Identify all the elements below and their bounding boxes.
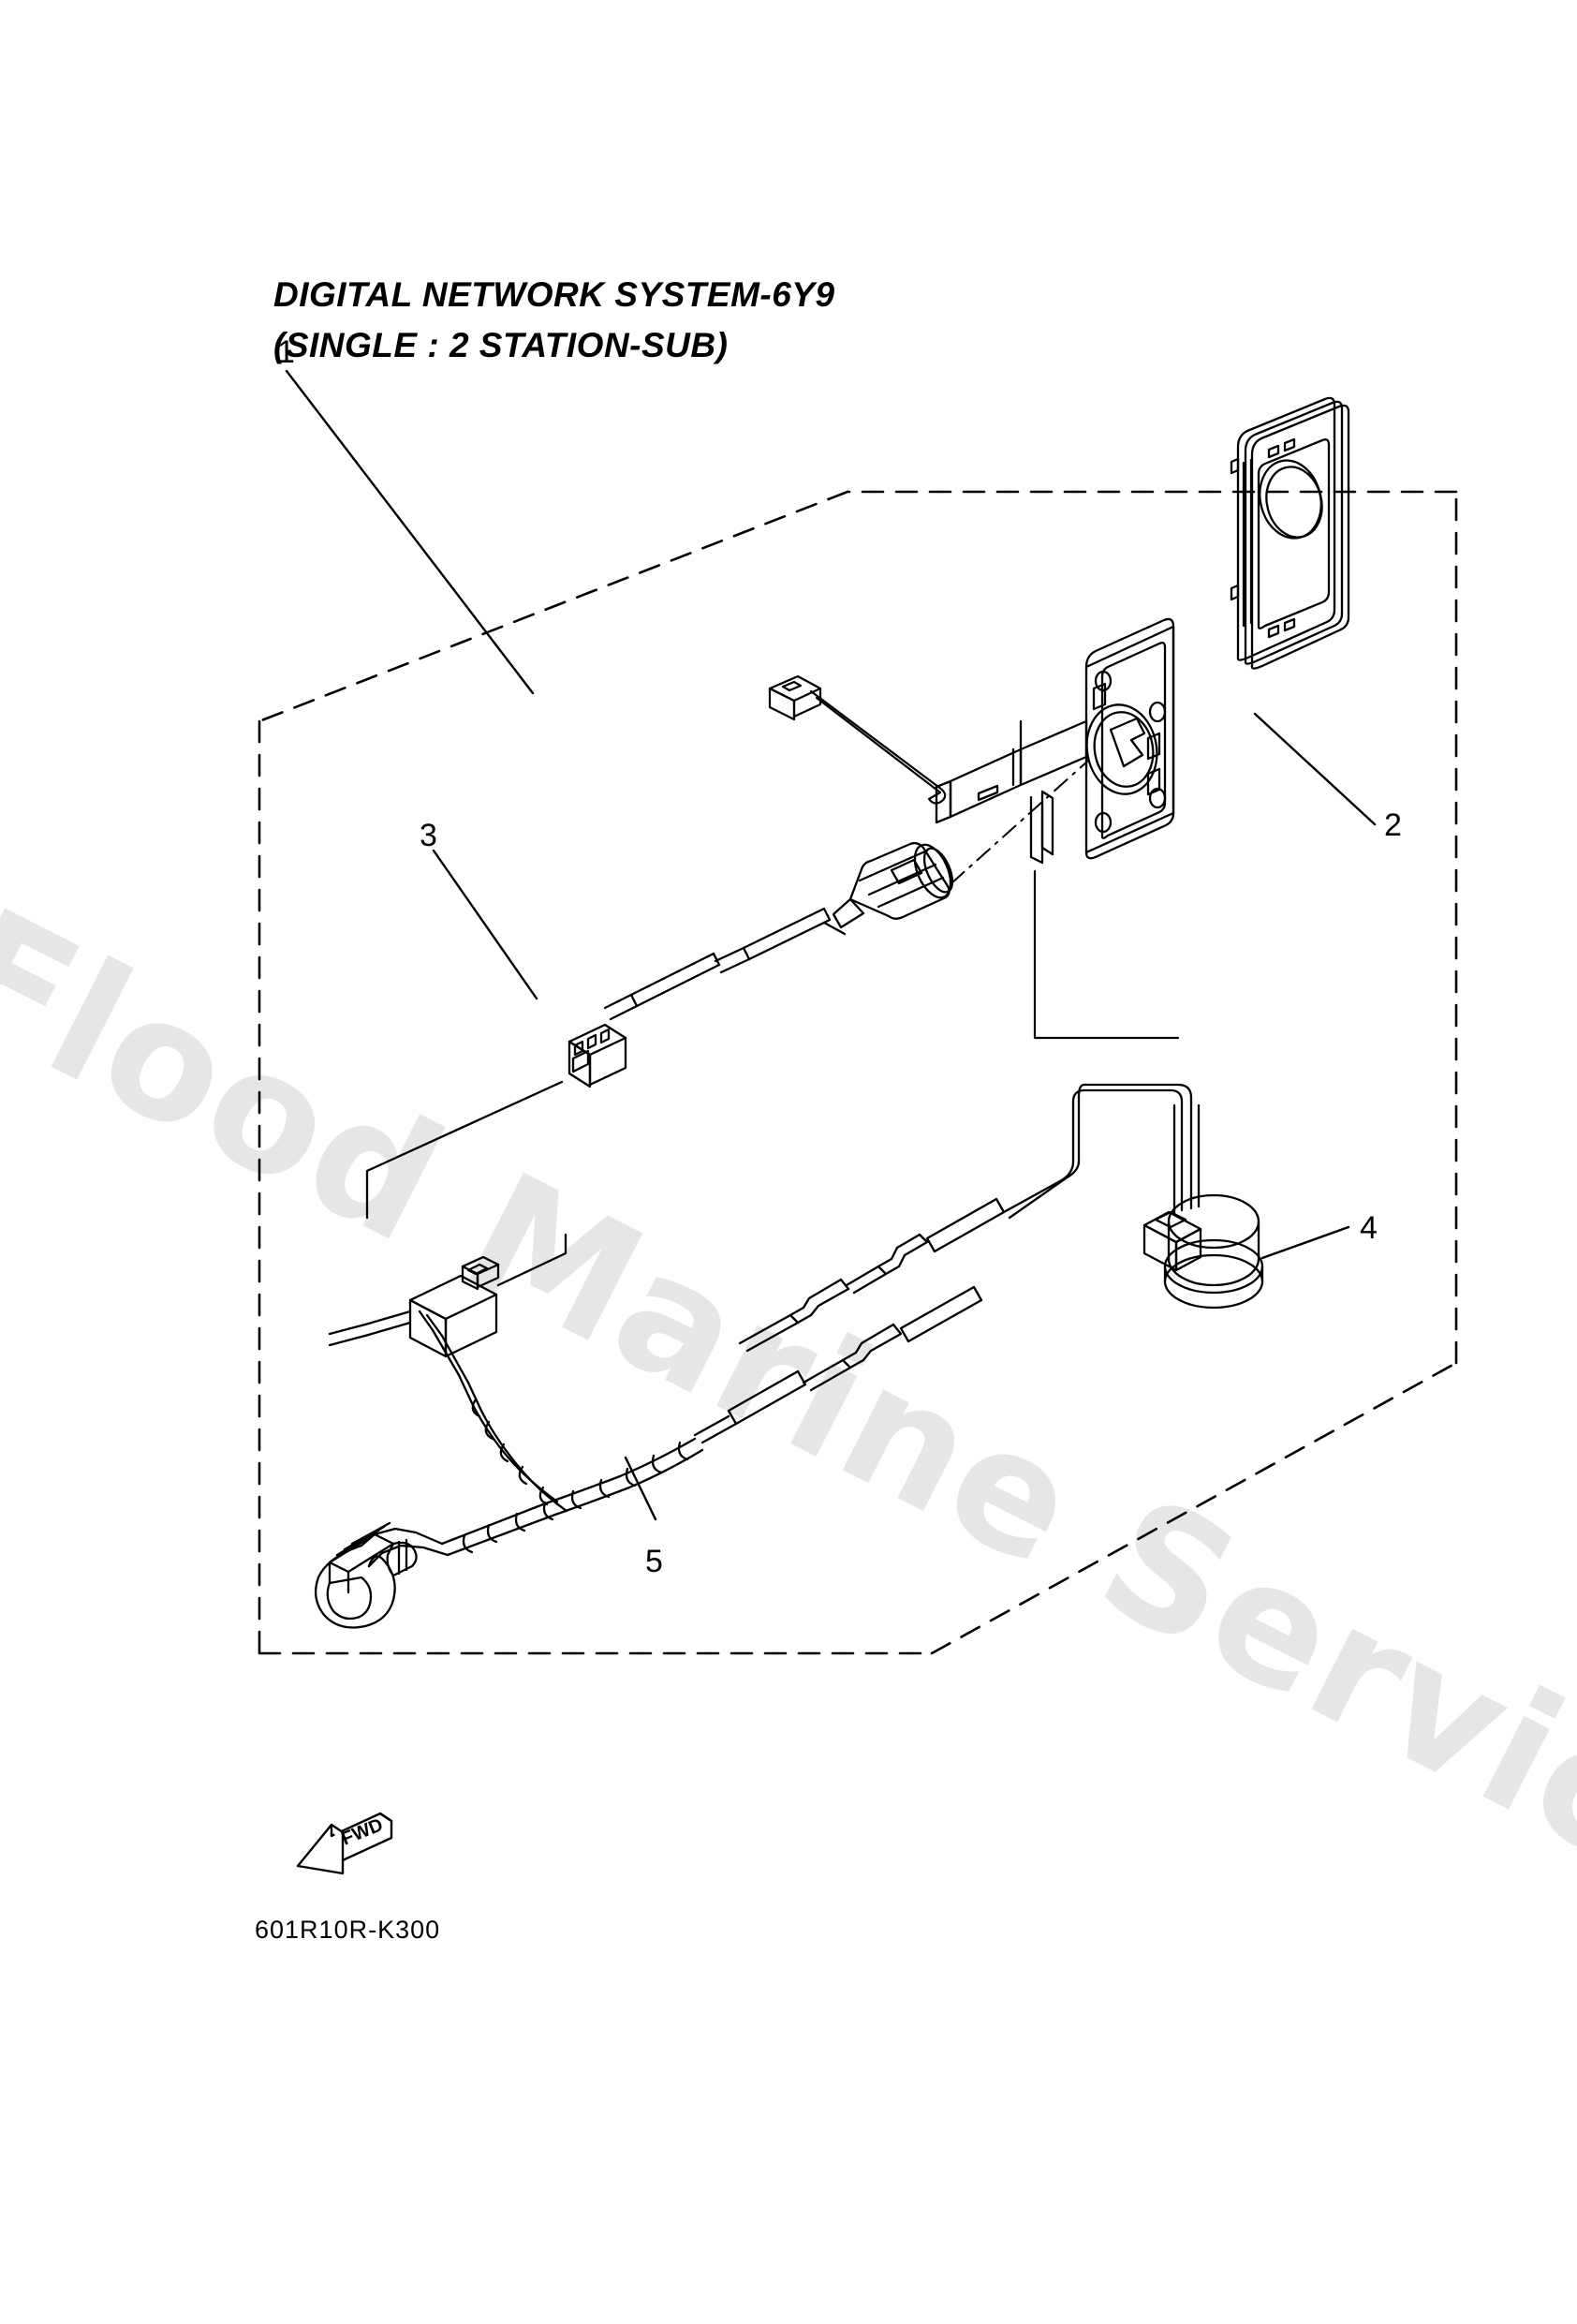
part-wire-harness bbox=[314, 1197, 1006, 1629]
part-cable-tie-strap bbox=[768, 674, 947, 805]
callout-2: 2 bbox=[1384, 807, 1402, 843]
leader-3 bbox=[432, 849, 538, 1000]
fwd-arrow-block: FWD bbox=[290, 1808, 403, 1897]
title-line-2: (SINGLE : 2 STATION-SUB) bbox=[273, 326, 729, 364]
leader-5 bbox=[624, 1456, 657, 1521]
leader-lines bbox=[285, 369, 1377, 1521]
callout-3: 3 bbox=[420, 818, 437, 853]
leader-4 bbox=[1260, 1225, 1350, 1260]
part-buzzer bbox=[1142, 1103, 1264, 1310]
part-round-connector-cable bbox=[365, 841, 954, 1220]
leader-2 bbox=[1253, 712, 1377, 826]
harness-to-buzzer bbox=[1002, 1083, 1193, 1220]
plate-to-harness-leader bbox=[1033, 869, 1180, 1040]
part-bezel-cover bbox=[1230, 396, 1350, 670]
assembly-boundary bbox=[258, 490, 1458, 1655]
page-title: DIGITAL NETWORK SYSTEM-6Y9 (SINGLE : 2 S… bbox=[273, 270, 835, 371]
drawing-code: 601R10R-K300 bbox=[255, 1916, 441, 1944]
title-line-1: DIGITAL NETWORK SYSTEM-6Y9 bbox=[273, 275, 835, 314]
callout-5: 5 bbox=[645, 1544, 663, 1579]
alignment-centerline bbox=[951, 760, 1089, 884]
leader-1 bbox=[285, 369, 535, 695]
fwd-arrow-icon: FWD bbox=[296, 1812, 393, 1875]
part-mounting-plate bbox=[935, 617, 1175, 865]
callout-4: 4 bbox=[1360, 1210, 1378, 1246]
callout-1: 1 bbox=[277, 334, 295, 370]
